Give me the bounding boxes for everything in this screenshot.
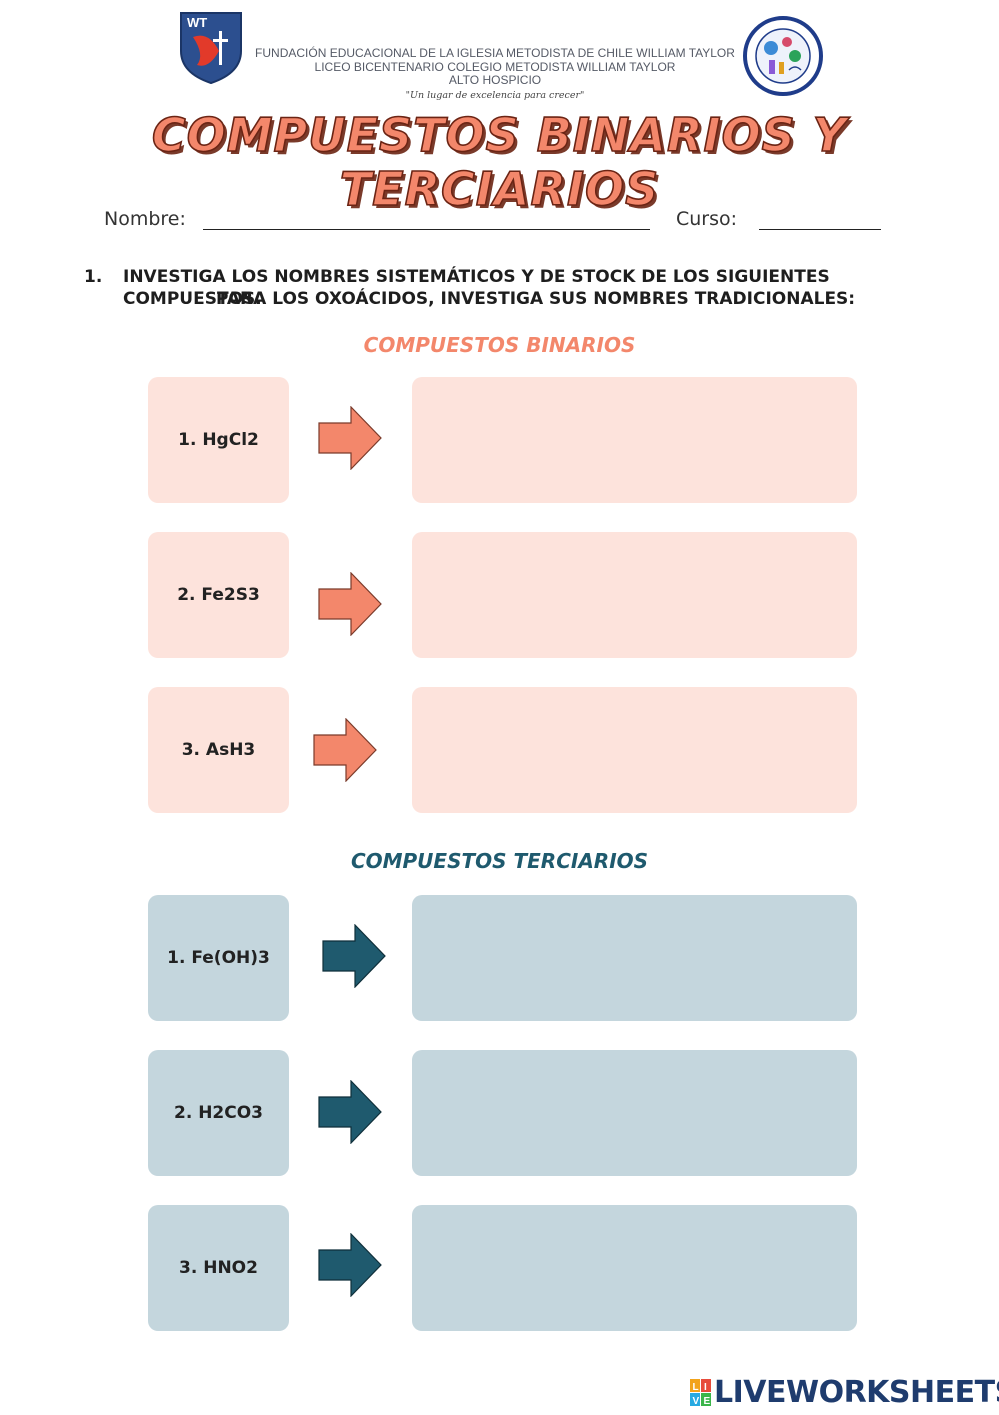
science-department-logo [743,16,823,96]
name-label: Nombre: [104,208,186,230]
instruction-line-1: INVESTIGA LOS NOMBRES SISTEMÁTICOS Y DE … [123,267,830,309]
right-arrow-icon [318,1233,382,1297]
compound-label: 1. Fe(OH)3 [167,948,270,968]
brand-letter: V [693,1396,700,1407]
answer-box-terciario-2[interactable] [412,1050,857,1176]
instruction-line-2: PARA LOS OXOÁCIDOS, INVESTIGA SUS NOMBRE… [216,289,856,309]
section-heading-terciarios: COMPUESTOS TERCIARIOS [350,849,649,873]
compound-label: 3. HNO2 [179,1258,258,1278]
answer-box-terciario-1[interactable] [412,895,857,1021]
compound-card-terciario-1: 1. Fe(OH)3 [148,895,289,1021]
compound-card-binario-3: 3. AsH3 [148,687,289,813]
right-arrow-icon [318,1080,382,1144]
brand-letter: I [704,1382,707,1393]
course-label: Curso: [676,208,738,230]
right-arrow-icon [322,924,386,988]
compound-card-terciario-3: 3. HNO2 [148,1205,289,1331]
compound-label: 2. H2CO3 [173,1103,264,1123]
compound-label: 1. HgCl2 [178,430,259,450]
compound-card-binario-1: 1. HgCl2 [148,377,289,503]
school-crest-logo: WT [179,11,243,85]
institution-header: FUNDACIÓN EDUCACIONAL DE LA IGLESIA METO… [255,46,735,102]
compound-card-terciario-2: 2. H2CO3 [148,1050,289,1176]
right-arrow-icon [318,572,382,636]
worksheet-title: COMPUESTOS BINARIOS Y TERCIARIOS [151,107,848,217]
right-arrow-icon [313,718,377,782]
brand-wordmark: LIVEWORKSHEETS [714,1375,999,1410]
crest-monogram: WT [187,15,207,30]
compound-card-binario-2: 2. Fe2S3 [148,532,289,658]
answer-box-binario-3[interactable] [412,687,857,813]
course-field[interactable] [759,229,881,230]
compound-label: 3. AsH3 [181,740,256,760]
name-field[interactable] [203,229,650,230]
liveworksheets-brand: L I V E LIVEWORKSHEETS [690,1375,999,1410]
compound-label: 2. Fe2S3 [177,585,260,605]
right-arrow-icon [318,406,382,470]
answer-box-binario-2[interactable] [412,532,857,658]
instruction-number: 1. [84,267,103,287]
liveworksheets-logo-icon: L I V E [690,1378,711,1407]
answer-box-terciario-3[interactable] [412,1205,857,1331]
institution-motto: "Un lugar de excelencia para crecer" [405,89,585,101]
section-heading-binarios: COMPUESTOS BINARIOS [363,333,636,357]
institution-line-1: FUNDACIÓN EDUCACIONAL DE LA IGLESIA METO… [255,46,735,60]
institution-line-2: LICEO BICENTENARIO COLEGIO METODISTA WIL… [314,59,676,74]
institution-line-3: ALTO HOSPICIO [448,73,542,87]
brand-letter: L [693,1382,699,1393]
brand-letter: E [704,1396,711,1407]
answer-box-binario-1[interactable] [412,377,857,503]
